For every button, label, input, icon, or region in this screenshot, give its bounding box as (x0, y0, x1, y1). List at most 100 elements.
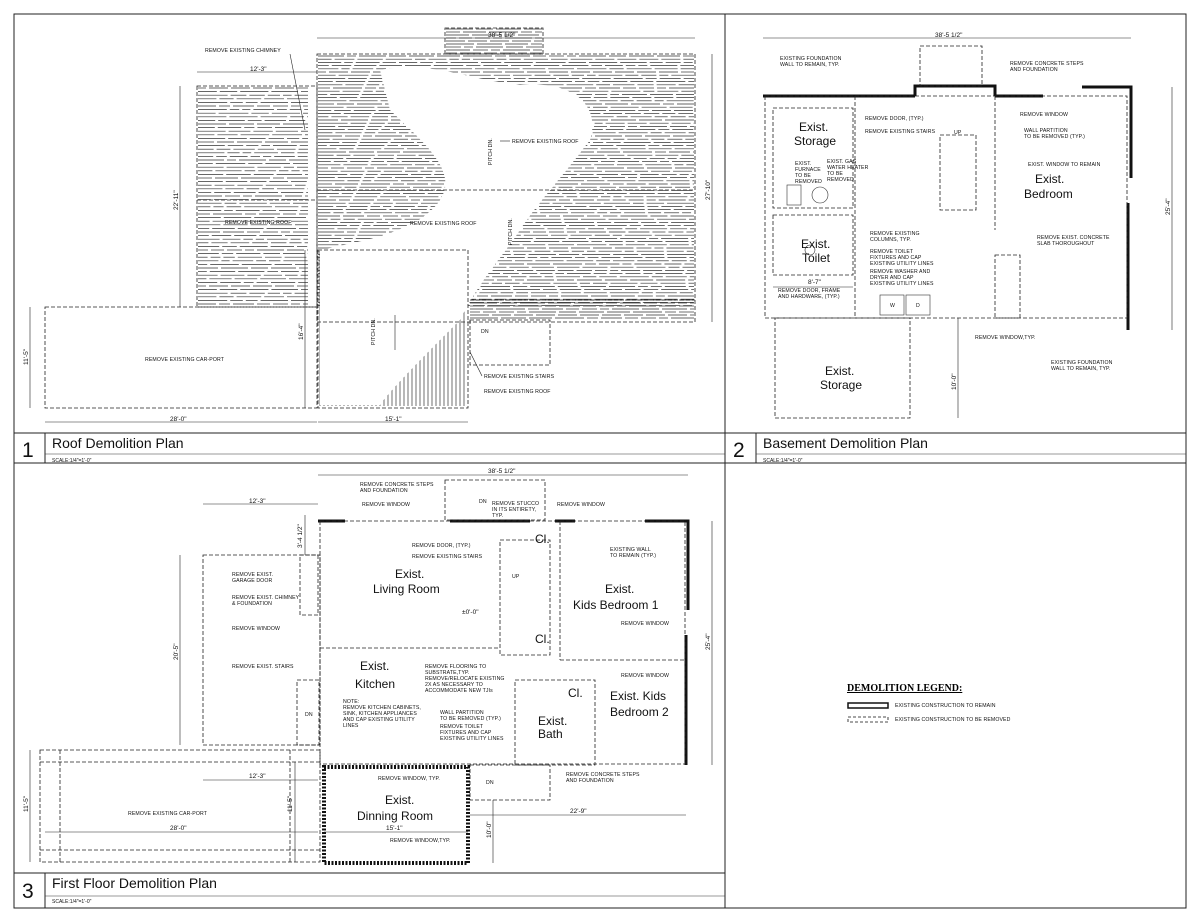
room-kitchen-2: Kitchen (355, 677, 395, 691)
dim-ff-left-short: 3'-4 1/2" (297, 524, 304, 548)
room-bath-2: Bath (538, 727, 563, 741)
dim-ff-carport-side2: 11'-5" (287, 795, 294, 812)
legend-title: DEMOLITION LEGEND: (847, 683, 962, 694)
room-dining-1: Exist. (385, 793, 414, 807)
dim-roof-bottom-left: 28'-0" (170, 416, 187, 423)
note-chimney: REMOVE EXIST. CHIMNEY& FOUNDATION (232, 595, 300, 607)
note-window-left: REMOVE WINDOW (232, 626, 280, 632)
note-garage: REMOVE EXIST.GARAGE DOOR (232, 572, 273, 584)
room-toilet-1: Exist. (801, 237, 830, 251)
dim-ff-right-bot: 22'-9" (570, 808, 587, 815)
plan-title-2: 2 Basement Demolition Plan SCALE:1/4"=1'… (733, 435, 928, 464)
dining-room-walls (322, 765, 470, 865)
dim-ff-left-top: 12'-3" (249, 498, 266, 505)
plan-title-text-1: Roof Demolition Plan (52, 435, 184, 451)
basement-plan: 38'-5 1/2" 25'-4" 10'-0" 8'-7" Exist. St… (763, 32, 1173, 419)
note-window-top-right: REMOVE WINDOW (557, 502, 605, 508)
dryer-d: D (916, 303, 920, 309)
dim-ff-left-side: 20'-5" (173, 643, 180, 660)
dim-ff-dining-bot: 15'-1" (386, 825, 403, 832)
room-living-1: Exist. (395, 567, 424, 581)
dim-roof-top: 38'-5 1/2" (488, 32, 516, 39)
dim-ff-carport-top: 12'-3" (249, 773, 266, 780)
note-carport: REMOVE EXISTING CAR-PORT (128, 811, 208, 817)
dim-roof-left-side: 22'-11" (173, 190, 180, 210)
room-kids2-2: Bedroom 2 (610, 705, 669, 719)
note-window-top: REMOVE WINDOW (362, 502, 410, 508)
dim-roof-right-side: 27'-10" (705, 179, 712, 200)
washer-w: W (890, 303, 895, 309)
note-window-remain: EXIST. WINDOW TO REMAIN (1028, 162, 1101, 168)
ff-dn-2: DN (305, 712, 313, 718)
note-remove-roof-low: REMOVE EXISTING ROOF (484, 389, 551, 395)
dim-base-toilet-width: 8'-7" (808, 279, 822, 286)
room-bedroom-1: Exist. (1035, 172, 1064, 186)
note-window: REMOVE WINDOW (1020, 112, 1068, 118)
roof-hatch-right (470, 299, 694, 319)
chimney-hatch (446, 28, 542, 54)
dim-base-top: 38'-5 1/2" (935, 32, 963, 39)
room-living-2: Living Room (373, 582, 440, 596)
legend-remain-swatch (847, 702, 889, 709)
note-remove-carport: REMOVE EXISTING CAR-PORT (145, 357, 225, 363)
dim-ff-right-side: 25'-4" (705, 633, 712, 650)
pitch-dn-2: PITCH DN. (508, 218, 514, 245)
note-remove-roof-upper: REMOVE EXISTING ROOF (512, 139, 579, 145)
note-remove-chimney: REMOVE EXISTING CHIMNEY (205, 48, 281, 54)
room-kitchen-1: Exist. (360, 659, 389, 673)
plan-title-text-3: First Floor Demolition Plan (52, 875, 217, 891)
plan-title-1: 1 Roof Demolition Plan SCALE:1/4"=1'-0" (22, 435, 184, 464)
dim-ff-carport-side: 11'-5" (23, 795, 30, 812)
room-bath-1: Exist. (538, 714, 567, 728)
note-stairs-left: REMOVE EXIST. STAIRS (232, 664, 294, 670)
plan-number-2: 2 (733, 439, 745, 462)
room-toilet-2: Toilet (802, 251, 831, 265)
note-remove-roof-left: REMOVE EXISTING ROOF (225, 220, 292, 226)
note-remove-stairs: REMOVE EXISTING STAIRS (484, 374, 555, 380)
legend-remain-label: EXISTING CONSTRUCTION TO REMAIN (895, 703, 996, 709)
room-storage-top-2: Storage (794, 134, 836, 148)
note-stairs: REMOVE EXISTING STAIRS (865, 129, 936, 135)
room-closet-3: Cl. (568, 686, 583, 700)
room-kids1-2: Kids Bedroom 1 (573, 598, 659, 612)
room-storage-top-1: Exist. (799, 120, 828, 134)
room-kids1-1: Exist. (605, 582, 634, 596)
note-door: REMOVE DOOR, (TYP.) (412, 543, 471, 549)
dim-base-right: 25'-4" (1165, 198, 1172, 215)
room-closet-2: Cl. (535, 632, 550, 646)
room-closet-1: Cl. (535, 532, 550, 546)
legend-removed-swatch (847, 716, 889, 723)
dim-roof-bottom-right: 15'-1" (385, 416, 402, 423)
ff-up: UP (512, 574, 520, 580)
dim-ff-top: 38'-5 1/2" (488, 468, 516, 475)
plan-number-3: 3 (22, 880, 34, 903)
plan-scale-3: SCALE:1/4"=1'-0" (52, 899, 92, 905)
ff-dn-1: DN (479, 499, 487, 505)
note-window-typ: REMOVE WINDOW,TYP. (975, 335, 1036, 341)
note-window-r2: REMOVE WINDOW (621, 673, 669, 679)
legend-removed-label: EXISTING CONSTRUCTION TO BE REMOVED (895, 717, 1011, 723)
plan-title-3: 3 First Floor Demolition Plan SCALE:1/4"… (22, 875, 217, 905)
roof-plan: 38'-5 1/2" 12'-3" 22'-11" 27'-10" 16'-4"… (23, 27, 713, 423)
dim-ff-dining-side: 10'-0" (486, 821, 493, 838)
roof-dn: DN (481, 329, 489, 335)
note-window-typ: REMOVE WINDOW, TYP. (378, 776, 440, 782)
pitch-dn-3: PITCH DN. (371, 318, 377, 345)
sheet-border (13, 13, 1187, 909)
note-remove-roof-mid: REMOVE EXISTING ROOF (410, 221, 477, 227)
dim-roof-left-top: 12'-3" (250, 66, 267, 73)
dim-ff-carport-bot: 28'-0" (170, 825, 187, 832)
